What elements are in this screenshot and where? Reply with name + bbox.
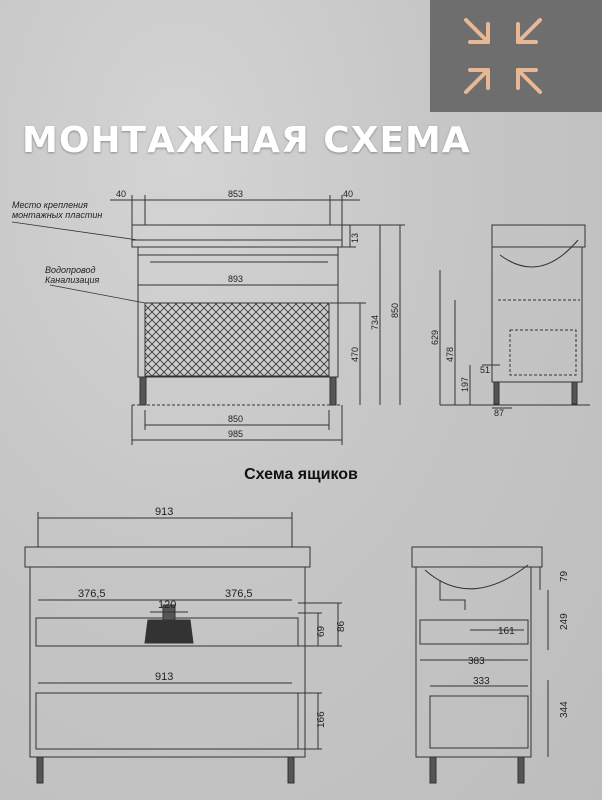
- dim-161: 161: [498, 626, 515, 637]
- mounting-side-view: [439, 224, 590, 409]
- dim-40-left: 40: [116, 189, 126, 199]
- dim-478: 478: [445, 347, 455, 362]
- label-plates-2: монтажных пластин: [12, 210, 102, 220]
- dim-734: 734: [370, 315, 380, 330]
- drawers-side-view: [411, 546, 549, 784]
- countertop-outline: [131, 224, 343, 248]
- dim-197: 197: [460, 377, 470, 392]
- dim-87: 87: [494, 408, 504, 418]
- dim-913-top: 913: [155, 506, 173, 518]
- drawers-subtitle: Схема ящиков: [244, 466, 358, 483]
- leg-right: [329, 376, 337, 406]
- dim-51: 51: [480, 365, 490, 375]
- dim-344: 344: [559, 701, 570, 718]
- dim-853: 853: [228, 189, 243, 199]
- label-plates-1: Место крепления: [12, 200, 88, 210]
- dim-79: 79: [559, 570, 570, 582]
- cabinet-body: [137, 246, 339, 378]
- wall-mesh-area: [144, 302, 330, 377]
- mounting-front-view: [11, 195, 405, 445]
- dim-985: 985: [228, 429, 243, 439]
- dim-629: 629: [430, 330, 440, 345]
- page-title: МОНТАЖНАЯ СХЕМА: [22, 120, 471, 161]
- dim-249: 249: [559, 613, 570, 630]
- label-water-2: Канализация: [45, 275, 99, 285]
- dim-40-right: 40: [343, 189, 353, 199]
- leg-left: [139, 376, 147, 406]
- dim-69: 69: [316, 625, 327, 637]
- compress-arrows-icon: [464, 18, 542, 94]
- drawers-front-view: [24, 512, 342, 784]
- dim-166: 166: [316, 711, 327, 728]
- dim-13: 13: [350, 233, 360, 243]
- dim-470: 470: [350, 347, 360, 362]
- dim-850-vertical: 850: [390, 303, 400, 318]
- logo-box: [430, 0, 602, 112]
- dim-850-horizontal: 850: [228, 414, 243, 424]
- dim-333: 333: [473, 676, 490, 687]
- dim-120: 120: [158, 599, 176, 611]
- dim-913-mid: 913: [155, 671, 173, 683]
- dim-893: 893: [228, 274, 243, 284]
- dim-376-right: 376,5: [225, 588, 253, 600]
- label-water-1: Водопровод: [45, 265, 95, 275]
- dim-376-left: 376,5: [78, 588, 106, 600]
- dim-86: 86: [336, 620, 347, 632]
- dim-383: 383: [468, 656, 485, 667]
